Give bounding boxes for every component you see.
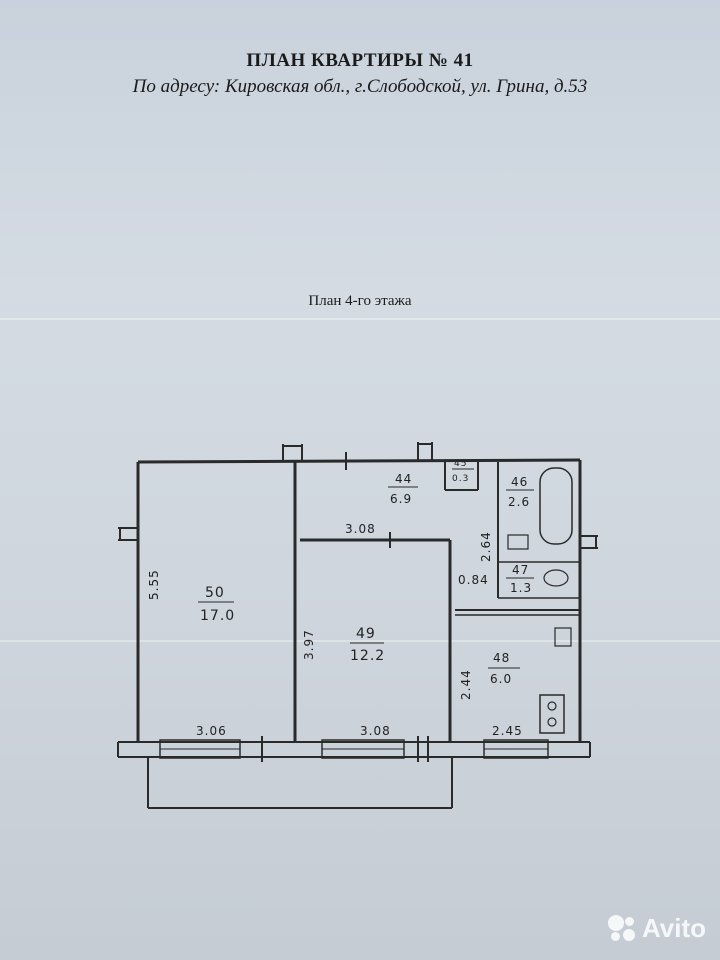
dimension-labels: 5.55 3.06 3.08 3.97 3.08 2.44 2.45 2.64 … — [147, 522, 523, 738]
document-address: По адресу: Кировская обл., г.Слободской,… — [132, 76, 588, 97]
room-46-number: 46 — [511, 475, 528, 489]
dim-room48-height: 2.44 — [459, 669, 473, 700]
room-46-area: 2.6 — [508, 495, 530, 509]
room-44-number: 44 — [395, 472, 412, 486]
room-47-area: 1.3 — [510, 581, 532, 595]
room-44-area: 6.9 — [390, 492, 412, 506]
dim-room49-height: 3.97 — [302, 629, 316, 660]
room-48-number: 48 — [493, 651, 510, 665]
room-49-area: 12.2 — [350, 648, 385, 664]
plan-walls — [117, 442, 598, 809]
dim-room49-top: 3.08 — [345, 522, 376, 536]
dim-wc-width: 0.84 — [458, 573, 489, 587]
dim-corridor-height: 2.64 — [479, 531, 493, 562]
room-50-number: 50 — [205, 585, 225, 601]
dim-room48-width: 2.45 — [492, 724, 523, 738]
dim-room50-width: 3.06 — [196, 724, 227, 738]
room-50-area: 17.0 — [200, 608, 235, 624]
room-45-area: 0.3 — [452, 474, 469, 484]
room-49-number: 49 — [356, 626, 376, 642]
document-title: ПЛАН КВАРТИРЫ № 41 — [246, 50, 474, 71]
avito-watermark: Avito — [607, 913, 706, 944]
avito-logo-icon — [607, 914, 636, 943]
floor-caption: План 4-го этажа — [308, 293, 412, 309]
dim-room50-height: 5.55 — [147, 569, 161, 600]
room-48-area: 6.0 — [490, 672, 512, 686]
room-labels: 50 17.0 49 12.2 44 6.9 48 6.0 46 2.6 47 … — [200, 459, 532, 686]
avito-watermark-text: Avito — [641, 913, 706, 943]
room-45-number: 45 — [454, 459, 467, 469]
dim-room49-width: 3.08 — [360, 724, 391, 738]
room-47-number: 47 — [512, 563, 529, 577]
